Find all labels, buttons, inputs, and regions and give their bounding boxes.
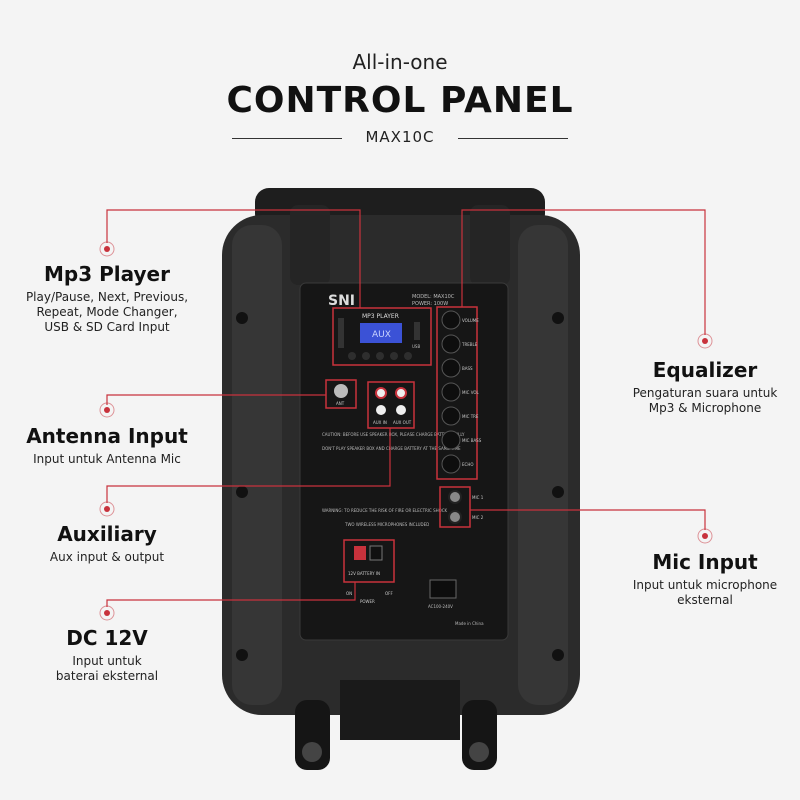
svg-text:MIC 2: MIC 2: [472, 515, 484, 520]
callout-lines: [106, 209, 706, 607]
svg-text:TWO WIRELESS MICROPHONES INCLU: TWO WIRELESS MICROPHONES INCLUDED: [344, 522, 429, 527]
eq-knob[interactable]: [441, 454, 461, 474]
svg-text:CAUTION: BEFORE USE SPEAKER BO: CAUTION: BEFORE USE SPEAKER BOX, PLEASE …: [322, 432, 465, 437]
power-line: POWER: 100W: [412, 301, 448, 307]
ac-power-socket: [429, 579, 457, 599]
divider: [232, 138, 342, 139]
dot-icon: [99, 241, 115, 257]
equalizer-module: [436, 306, 478, 480]
sd-card-slot: [338, 318, 344, 348]
mp3-label: MP3 PLAYER: [362, 313, 399, 320]
dot-icon: [99, 501, 115, 517]
callout-auxiliary: Auxiliary Aux input & output: [7, 522, 207, 565]
eq-knob[interactable]: [441, 310, 461, 330]
antenna-connector: [334, 384, 348, 398]
subtitle: All-in-one: [352, 50, 448, 74]
mp3-button[interactable]: [404, 352, 412, 360]
svg-text:AC100-240V: AC100-240V: [428, 604, 453, 609]
mp3-button[interactable]: [390, 352, 398, 360]
page-title: CONTROL PANEL: [226, 80, 574, 121]
dot-icon: [99, 605, 115, 621]
eq-knob[interactable]: [441, 358, 461, 378]
svg-text:DON'T PLAY SPEAKER BOX AND CHA: DON'T PLAY SPEAKER BOX AND CHARGE BATTER…: [322, 446, 461, 451]
eq-knob[interactable]: [441, 406, 461, 426]
svg-text:OFF: OFF: [385, 591, 393, 596]
svg-text:AUX IN: AUX IN: [373, 420, 387, 425]
display-text: AUX: [372, 330, 391, 340]
eq-knob-label: MIC TRE: [462, 414, 479, 419]
dot-icon: [697, 333, 713, 349]
svg-text:USB: USB: [412, 344, 420, 349]
callout-antenna-input: Antenna Input Input untuk Antenna Mic: [7, 424, 207, 467]
model-name: MAX10C: [365, 128, 435, 146]
wheel-left: [295, 700, 330, 770]
svg-text:WARNING: TO REDUCE THE RISK OF: WARNING: TO REDUCE THE RISK OF FIRE OR E…: [322, 508, 448, 513]
eq-knob[interactable]: [441, 430, 461, 450]
svg-text:12V BATTERY IN: 12V BATTERY IN: [348, 571, 380, 576]
svg-text:AUX OUT: AUX OUT: [393, 420, 412, 425]
mp3-button[interactable]: [376, 352, 384, 360]
eq-knob[interactable]: [441, 334, 461, 354]
mp3-buttons: [348, 352, 412, 360]
svg-text:MIC 1: MIC 1: [472, 495, 484, 500]
eq-knob-label: MIC BASS: [462, 438, 482, 443]
svg-text:ANT: ANT: [336, 401, 345, 406]
aux-module: [367, 381, 415, 429]
sni-logo: SNI: [328, 293, 355, 309]
eq-knob-label: TREBLE: [461, 342, 478, 347]
callout-dots: [99, 241, 713, 621]
dot-icon: [99, 402, 115, 418]
divider: [458, 138, 568, 139]
wheel-right: [462, 700, 497, 770]
callout-title: Auxiliary: [57, 522, 157, 546]
mp3-player-module: [332, 307, 432, 366]
eq-knob-label: ECHO: [462, 462, 473, 467]
mp3-button[interactable]: [348, 352, 356, 360]
model-line: MODEL: MAX10C: [412, 294, 455, 300]
mic-jack-1[interactable]: [448, 490, 462, 504]
control-panel: SNI MODEL: MAX10C POWER: 100W MP3 PLAYER…: [299, 282, 509, 641]
mic-input-module: [439, 486, 471, 528]
usb-port: [414, 322, 420, 340]
antenna-module: [325, 379, 357, 409]
callout-title: Antenna Input: [26, 424, 188, 448]
callout-title: Equalizer: [652, 358, 758, 382]
eq-knob-label: BASS: [462, 366, 473, 371]
eq-knob-label: VOLUME: [462, 318, 479, 323]
eq-knob-label: MIC VOL: [462, 390, 480, 395]
eq-knob[interactable]: [441, 382, 461, 402]
callout-title: Mic Input: [652, 550, 758, 574]
dot-icon: [697, 528, 713, 544]
svg-text:ON: ON: [346, 591, 352, 596]
svg-text:Made in China: Made in China: [455, 621, 484, 626]
mp3-button[interactable]: [362, 352, 370, 360]
dc-12v-module: [343, 539, 395, 583]
callout-title: DC 12V: [66, 626, 148, 650]
callout-mp3-player: Mp3 Player Play/Pause, Next, Previous,Re…: [7, 262, 207, 335]
callout-title: Mp3 Player: [44, 262, 170, 286]
lcd-display: [360, 323, 402, 343]
mic-jack-2[interactable]: [448, 510, 462, 524]
svg-text:POWER: POWER: [360, 599, 375, 604]
